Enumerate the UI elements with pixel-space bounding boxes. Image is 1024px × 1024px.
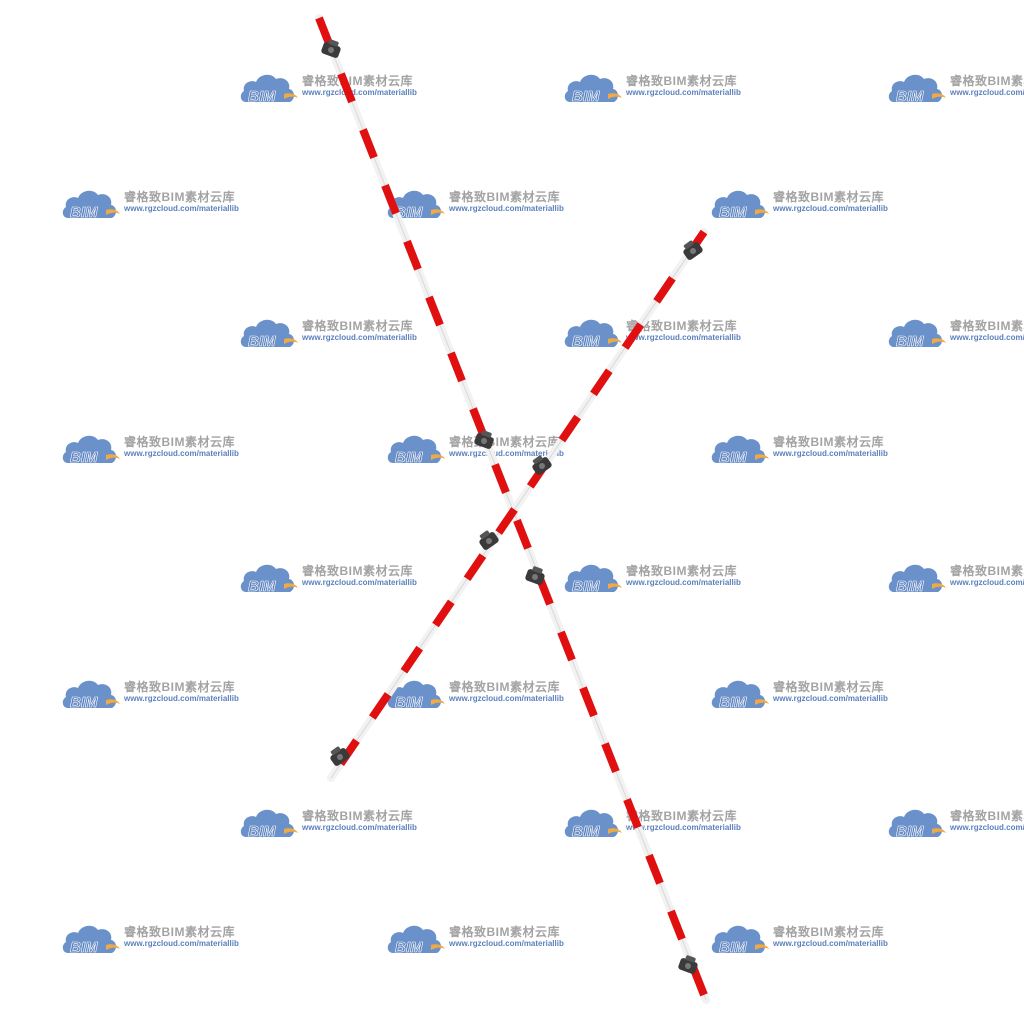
clamp-short-top <box>683 240 703 260</box>
clamp-short-mid-upper <box>532 455 552 475</box>
clamp-short-bottom <box>330 746 350 766</box>
clamp-short-mid-lower <box>479 530 499 550</box>
clamp-bottom <box>678 955 698 974</box>
clamp-upper-center <box>474 430 494 449</box>
clamp-top <box>321 39 341 58</box>
pole-short <box>327 228 708 782</box>
clamp-lower-center <box>525 566 545 585</box>
